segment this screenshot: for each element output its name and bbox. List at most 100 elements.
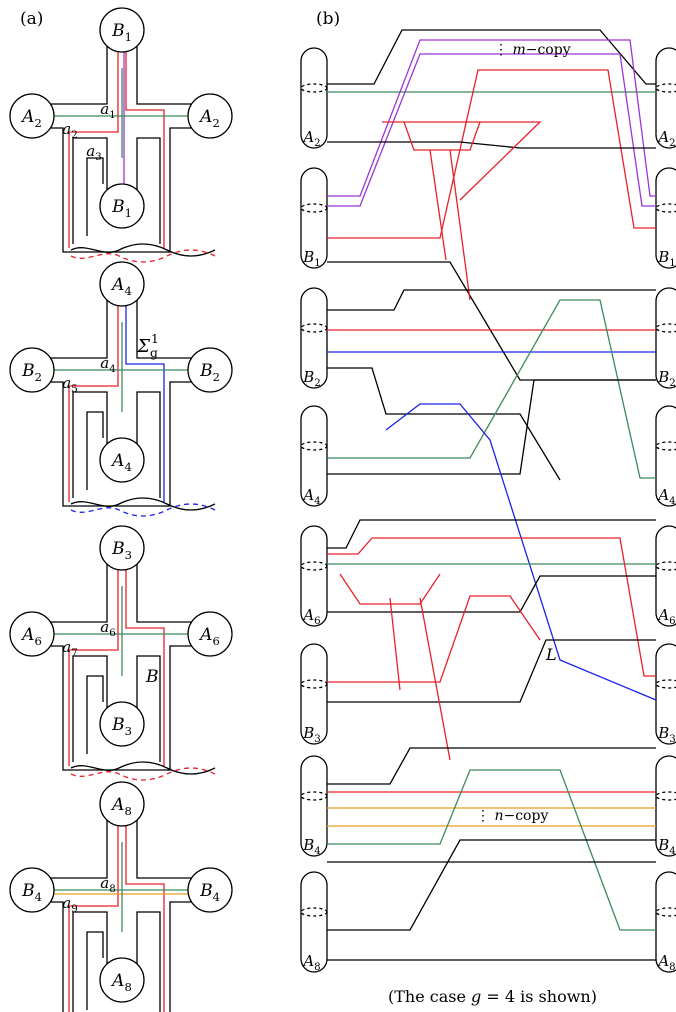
tube-outline — [137, 818, 194, 878]
arc-label-a6: a6 — [100, 618, 115, 639]
tube-outline — [50, 44, 107, 104]
strand — [327, 520, 656, 548]
cylinder-label: B1 — [302, 248, 321, 269]
cylinder-rim — [656, 204, 676, 212]
tube-outline — [50, 562, 107, 622]
strand — [327, 30, 656, 84]
strand — [327, 576, 656, 612]
plumbing-unit-3: B3A6A6B3a6a7 — [10, 526, 232, 780]
cylinder-label: A4 — [656, 486, 675, 507]
cylinder-rim — [301, 792, 327, 800]
tube-outline — [137, 138, 160, 244]
tube-outline — [137, 912, 160, 1012]
cylinder-rim — [656, 324, 676, 332]
right-cylinder-B2: B2 — [656, 288, 676, 389]
caption: (The case g = 4 is shown) — [388, 987, 597, 1006]
cylinder-label: B4 — [657, 836, 676, 857]
cylinder-rim — [301, 908, 327, 916]
red-brackets — [340, 574, 450, 760]
cylinder-label: A6 — [656, 606, 675, 627]
strand-purple — [327, 40, 656, 196]
arc-label-a9: a9 — [62, 894, 77, 915]
left-cylinder-A2: A2 — [301, 48, 327, 149]
arc-label-a2: a2 — [62, 120, 77, 141]
cylinder-rim — [301, 562, 327, 570]
right-cylinder-B4: B4 — [656, 756, 676, 857]
right-cylinder-A6: A6 — [656, 526, 676, 627]
cylinder-label: A8 — [301, 952, 320, 973]
panel-b: A2A2B1B1B2B2A4A4A6A6B3B3B4B4A8A8⋮ m−copy… — [301, 30, 676, 1006]
strand — [327, 290, 656, 310]
cylinder-rim — [656, 562, 676, 570]
inner-loop — [87, 932, 103, 1010]
left-cylinder-B4: B4 — [301, 756, 327, 857]
red-brackets — [404, 122, 480, 300]
curve-L-label: L — [545, 645, 557, 664]
panel-b-label: (b) — [316, 9, 340, 29]
right-cylinder-B1: B1 — [656, 168, 676, 269]
arc-label-a7: a7 — [62, 638, 77, 659]
strand — [327, 748, 656, 784]
tube-outline — [50, 818, 107, 878]
plumbing-unit-4: A8B4B4A8a8a9 — [10, 782, 232, 1012]
strand — [327, 142, 656, 148]
cylinder-label: B2 — [302, 368, 321, 389]
arc-label-a3: a3 — [86, 142, 101, 163]
cylinder-rim — [301, 84, 327, 92]
tube-outline — [137, 44, 194, 104]
cylinder-label: B4 — [302, 836, 321, 857]
cylinder-label: A8 — [656, 952, 675, 973]
cylinder-rim — [656, 442, 676, 450]
strand-blue — [386, 404, 656, 700]
surface-label: Σg1 — [136, 332, 159, 360]
cylinder-label: B2 — [657, 368, 676, 389]
twist-connector — [71, 244, 215, 262]
inner-loop — [87, 158, 103, 236]
strand — [327, 640, 656, 702]
plumbing-unit-1: B1A2A2B1a1a2a3 — [10, 8, 232, 262]
cylinder-rim — [301, 204, 327, 212]
tube-outline — [73, 392, 107, 498]
cylinder-rim — [656, 792, 676, 800]
strand-purple — [327, 54, 656, 206]
right-cylinder-B3: B3 — [656, 644, 676, 745]
cylinder-rim — [301, 442, 327, 450]
panel-a-label: (a) — [20, 9, 43, 29]
strand-red — [327, 538, 656, 676]
left-cylinder-A6: A6 — [301, 526, 327, 627]
left-cylinder-B2: B2 — [301, 288, 327, 389]
inner-loop — [87, 412, 103, 490]
arc-label-a5: a5 — [62, 374, 77, 395]
cylinder-rim — [301, 324, 327, 332]
cylinder-label: A4 — [301, 486, 320, 507]
left-cylinder-A8: A8 — [301, 872, 327, 973]
cylinder-label: B3 — [657, 724, 676, 745]
right-cylinder-A2: A2 — [656, 48, 676, 149]
cylinder-rim — [656, 908, 676, 916]
left-cylinder-B1: B1 — [301, 168, 327, 269]
m-copy-label: ⋮ m−copy — [494, 42, 571, 58]
tube-outline — [73, 656, 107, 762]
cylinder-rim — [656, 680, 676, 688]
right-cylinder-A8: A8 — [656, 872, 676, 973]
arc-label-a8: a8 — [100, 874, 115, 895]
right-cylinder-A4: A4 — [656, 406, 676, 507]
curve-B-label: B — [145, 667, 159, 687]
cylinder-label: B1 — [657, 248, 676, 269]
inner-loop — [87, 676, 103, 754]
strand — [327, 380, 656, 474]
tube-outline — [137, 392, 160, 498]
left-cylinder-A4: A4 — [301, 406, 327, 507]
tube-outline — [50, 298, 107, 358]
cylinder-rim — [301, 680, 327, 688]
red-band — [382, 122, 540, 200]
twist-connector — [71, 498, 215, 516]
strand-green — [327, 300, 656, 478]
tube-outline — [73, 912, 107, 1012]
strand — [327, 262, 656, 380]
cylinder-label: A2 — [656, 128, 675, 149]
strand — [327, 368, 560, 480]
